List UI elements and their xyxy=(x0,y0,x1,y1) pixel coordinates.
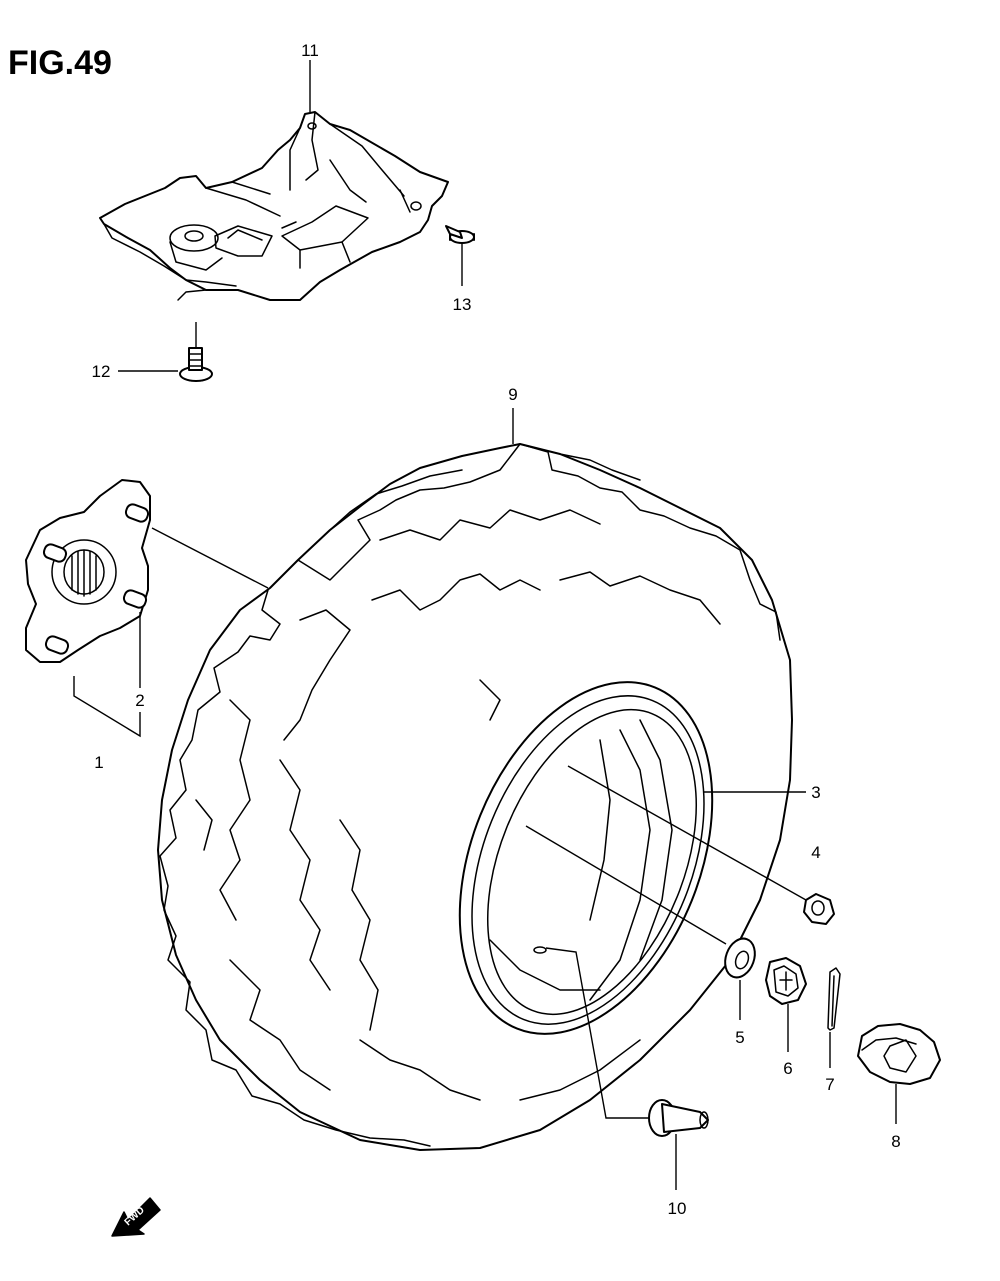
callout-labels: 11 13 12 9 2 1 3 4 5 6 7 8 10 xyxy=(92,41,901,1218)
tire-part[interactable] xyxy=(157,443,793,1151)
cotter-pin-part[interactable] xyxy=(827,967,841,1031)
callout-6: 6 xyxy=(783,1059,792,1078)
forward-direction-arrow: FWD xyxy=(111,1197,161,1237)
callout-12: 12 xyxy=(92,362,111,381)
callout-11: 11 xyxy=(301,41,319,60)
washer-part[interactable] xyxy=(720,934,760,981)
callout-5: 5 xyxy=(735,1028,744,1047)
callout-7: 7 xyxy=(825,1075,834,1094)
callout-4: 4 xyxy=(811,843,820,862)
hub-stud[interactable] xyxy=(44,635,70,656)
callout-3: 3 xyxy=(811,783,820,802)
castle-nut-part[interactable] xyxy=(765,957,807,1005)
callout-8: 8 xyxy=(891,1132,900,1151)
leader-lines xyxy=(73,60,897,1190)
bolt-13-part[interactable] xyxy=(445,225,475,244)
callout-2: 2 xyxy=(135,691,144,710)
valve-stem-part[interactable] xyxy=(648,1099,709,1137)
wheel-hub-part[interactable] xyxy=(25,479,151,663)
hub-stud[interactable] xyxy=(42,543,68,564)
hub-stud[interactable] xyxy=(124,503,150,524)
wheel-nut-part[interactable] xyxy=(803,893,835,925)
figure-title: FIG.49 xyxy=(8,44,112,82)
callout-10: 10 xyxy=(668,1199,687,1218)
callout-1: 1 xyxy=(94,753,103,772)
hub-stud[interactable] xyxy=(122,589,148,610)
callout-13: 13 xyxy=(453,295,472,314)
arrow-icon xyxy=(111,1197,161,1237)
skid-plate-part[interactable] xyxy=(99,111,449,301)
bolt-12-part[interactable] xyxy=(179,347,213,382)
hub-cap-part[interactable] xyxy=(857,1023,941,1085)
callout-9: 9 xyxy=(508,385,517,404)
